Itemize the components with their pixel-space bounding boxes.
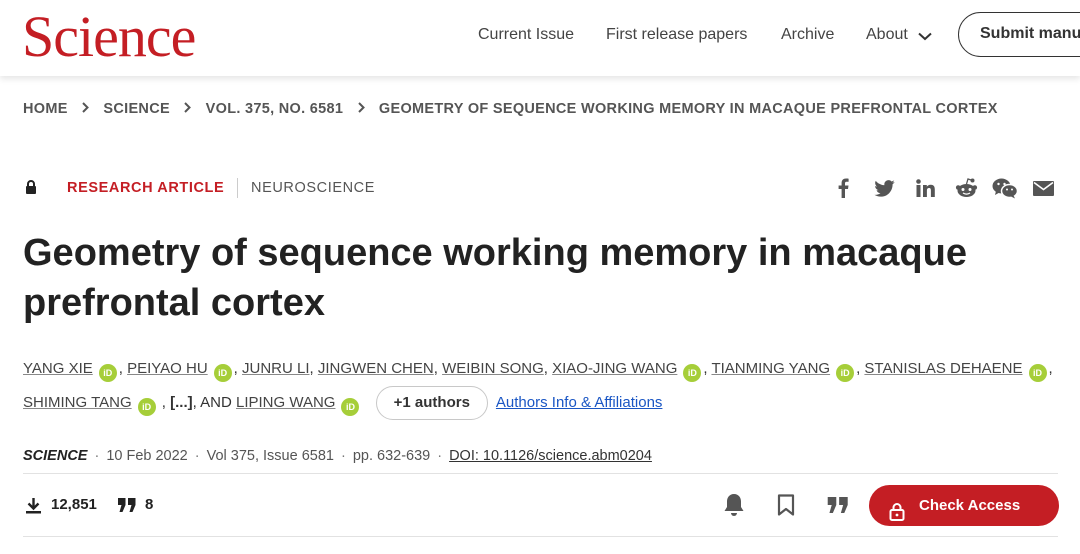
site-header: Science Current Issue First release pape… bbox=[0, 0, 1080, 76]
lock-icon bbox=[25, 180, 37, 199]
email-icon[interactable] bbox=[1032, 176, 1054, 200]
article-title: Geometry of sequence working memory in m… bbox=[23, 232, 967, 324]
author-link[interactable]: TIANMING YANG bbox=[711, 360, 831, 377]
divider bbox=[23, 536, 1058, 537]
facebook-icon[interactable] bbox=[834, 176, 852, 200]
download-icon bbox=[26, 497, 41, 513]
nav-current-issue[interactable]: Current Issue bbox=[478, 26, 575, 43]
orcid-icon[interactable]: iD bbox=[213, 364, 232, 382]
orcid-icon[interactable]: iD bbox=[836, 364, 855, 382]
orcid-icon[interactable]: iD bbox=[98, 364, 117, 382]
author-link[interactable]: JINGWEN CHEN bbox=[317, 360, 434, 377]
author-link[interactable]: JUNRU LI bbox=[242, 360, 310, 377]
nav-archive[interactable]: Archive bbox=[781, 26, 835, 43]
check-access-label: Check Access bbox=[919, 497, 1021, 514]
chevron-down-icon bbox=[918, 32, 932, 41]
author-link[interactable]: XIAO-JING WANG bbox=[552, 360, 678, 377]
author-and: AND bbox=[200, 394, 232, 411]
breadcrumb-science[interactable]: SCIENCE bbox=[103, 101, 170, 117]
chevron-right-icon bbox=[82, 100, 89, 118]
doi-link[interactable]: DOI: 10.1126/science.abm0204 bbox=[449, 448, 652, 464]
more-authors-button[interactable]: +1 authors bbox=[375, 386, 488, 421]
linkedin-icon[interactable] bbox=[914, 176, 936, 200]
quote-icon bbox=[118, 498, 136, 512]
author-link[interactable]: STANISLAS DEHAENE bbox=[864, 360, 1023, 377]
chevron-right-icon bbox=[184, 100, 192, 118]
orcid-icon[interactable]: iD bbox=[137, 398, 156, 416]
chevron-right-icon bbox=[357, 100, 365, 118]
article-type: RESEARCH ARTICLE bbox=[67, 180, 225, 196]
authors-affiliations-link[interactable]: Authors Info & Affiliations bbox=[495, 394, 663, 411]
twitter-icon[interactable] bbox=[872, 176, 896, 200]
nav-about-label: About bbox=[866, 26, 908, 43]
nav-about[interactable]: About bbox=[866, 25, 932, 45]
bookmark-icon[interactable] bbox=[773, 492, 799, 518]
orcid-icon[interactable]: iD bbox=[683, 364, 702, 382]
downloads-count: 12,851 bbox=[51, 496, 97, 513]
orcid-icon[interactable]: iD bbox=[341, 398, 360, 416]
breadcrumb-volume[interactable]: VOL. 375, NO. 6581 bbox=[205, 101, 344, 117]
breadcrumb-home[interactable]: HOME bbox=[23, 101, 68, 117]
orcid-icon[interactable]: iD bbox=[1028, 364, 1047, 382]
bell-icon[interactable] bbox=[721, 492, 747, 518]
publish-date: 10 Feb 2022 bbox=[106, 448, 188, 464]
divider bbox=[23, 473, 1058, 474]
author-link[interactable]: SHIMING TANG bbox=[23, 394, 132, 411]
breadcrumb-article: GEOMETRY OF SEQUENCE WORKING MEMORY IN M… bbox=[378, 101, 998, 117]
author-link[interactable]: PEIYAO HU bbox=[127, 360, 208, 377]
author-ellipsis[interactable]: [...] bbox=[170, 394, 193, 411]
volume-issue[interactable]: Vol 375, Issue 6581 bbox=[206, 448, 334, 464]
check-access-button[interactable]: Check Access bbox=[869, 485, 1059, 526]
science-logo[interactable]: Science bbox=[22, 4, 196, 69]
downloads-metric[interactable]: 12,851 bbox=[25, 496, 97, 514]
author-link[interactable]: YANG XIE bbox=[23, 360, 93, 377]
submit-manuscript-button[interactable]: Submit manuscript bbox=[958, 12, 1080, 57]
author-link[interactable]: WEIBIN SONG bbox=[442, 360, 544, 377]
author-link[interactable]: LIPING WANG bbox=[236, 394, 336, 411]
reddit-icon[interactable] bbox=[954, 176, 978, 200]
nav-first-release[interactable]: First release papers bbox=[606, 26, 748, 43]
wechat-icon[interactable] bbox=[991, 176, 1019, 200]
citations-metric[interactable]: 8 bbox=[118, 496, 153, 514]
journal-name[interactable]: SCIENCE bbox=[23, 448, 88, 464]
cite-icon[interactable] bbox=[825, 492, 851, 518]
article-subject[interactable]: NEUROSCIENCE bbox=[251, 180, 376, 196]
lock-icon bbox=[889, 496, 905, 526]
citations-count: 8 bbox=[145, 496, 154, 513]
breadcrumb: HOME SCIENCE VOL. 375, NO. 6581 GEOMETRY… bbox=[23, 100, 998, 118]
divider bbox=[237, 178, 238, 198]
page-range: pp. 632-639 bbox=[352, 448, 431, 464]
citation-line: SCIENCE·10 Feb 2022·Vol 375, Issue 6581·… bbox=[23, 448, 652, 464]
